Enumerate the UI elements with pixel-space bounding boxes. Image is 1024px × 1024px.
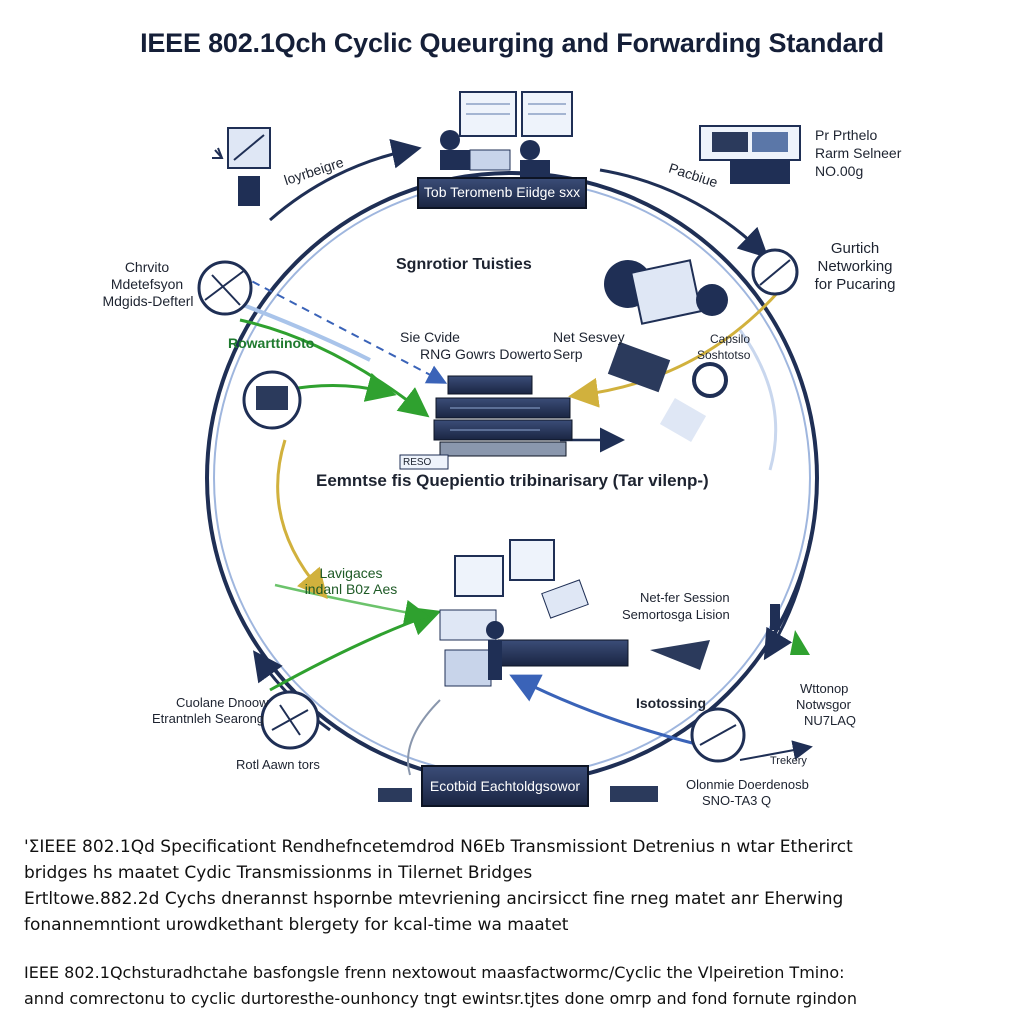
arrow-green-3 — [269, 606, 442, 692]
right-lower-line-2: Semortosga Lision — [622, 607, 730, 622]
left-lower-green-line-2: indanl B0z Aes — [304, 581, 398, 597]
ring-arrow-top-right — [599, 168, 769, 259]
left-upper-line-1: Chrvito — [124, 259, 170, 275]
bottom-right-device — [610, 786, 658, 802]
paragraph-1-line-3: Ertltowe.882.2d Cychs dnerannst hspornbe… — [24, 889, 844, 909]
arrow-yellow-right — [568, 289, 782, 408]
bottom-right-arrow — [739, 740, 813, 761]
bottom-left-device — [378, 788, 412, 802]
ring-node-right-lower — [690, 707, 746, 763]
left-upper-line-3: Mdgids-Defterl — [102, 293, 194, 309]
ring-node-left-lower — [260, 690, 320, 750]
ring-arrow-top-left — [269, 138, 422, 222]
left-bottom-line-1: Cuolane Dnoow — [176, 695, 269, 710]
arrow-green-1 — [239, 318, 430, 418]
mid-right-line-1: Net Sesvey — [553, 329, 625, 345]
green-left-label: Rowarttinoto — [228, 335, 315, 351]
bottom-right-line-2: SNO-TA3 Q — [702, 793, 772, 808]
arrow-yellow-left — [276, 439, 328, 600]
isotossing-label: Isotossing — [636, 695, 707, 711]
center-heading: Sgnrotior Tuisties — [396, 256, 532, 273]
right-bottom-line-3: NU7LAQ — [804, 713, 857, 728]
top-bridge-box — [417, 177, 587, 209]
mid-right-line-2: Serp — [553, 346, 583, 362]
right-lower-devices — [650, 604, 810, 670]
server-tag-box — [399, 454, 449, 470]
right-lower-line-1: Net-fer Session — [640, 590, 730, 605]
arrow-light-right — [738, 329, 778, 471]
lower-control-station — [439, 539, 629, 687]
arrow-gray-bottom — [407, 699, 441, 776]
left-lower-green-line-1: Lavigaces — [319, 565, 383, 581]
right-upper-devices — [604, 259, 728, 442]
paragraph-2-line-2: annd comrectonu to cyclic durtoresthe-ou… — [24, 989, 857, 1008]
ring-arrow-right-lower — [763, 539, 812, 661]
paragraph-1: 'ΣIEEE 802.1Qd Specificationt Rendhefnce… — [24, 834, 1014, 938]
central-server-rack — [433, 375, 573, 457]
network-diagram — [197, 91, 819, 807]
arrow-light-blue — [229, 298, 371, 362]
left-bottom-line-2: Etrantnleh Searong — [152, 711, 265, 726]
bottom-right-line-1: Olonmie Doerdenosb — [686, 777, 809, 792]
top-right-node-illustration — [699, 125, 801, 184]
arrow-green-4 — [274, 583, 430, 625]
right-bottom-line-2: Notwsgor — [796, 697, 851, 712]
diagram-title: IEEE 802.1Qch Cyclic Queurging and Forwa… — [140, 28, 884, 58]
ring-node-left-upper — [197, 260, 253, 316]
bottom-bridge-label: Ecotbid Eachtoldgsowor — [429, 778, 581, 794]
ring-node-right-upper — [751, 248, 799, 296]
right-upper-line-1: Gurtich — [830, 240, 880, 257]
server-tag: RESO — [403, 457, 432, 468]
top-workstation-illustration — [440, 91, 573, 178]
ring-node-left-mid — [242, 370, 302, 430]
right-upper-line-2: Networking — [817, 258, 893, 275]
paragraph-2-line-1: IEEE 802.1Qchsturadhctahe basfongsle fre… — [24, 963, 845, 982]
mid-left-line-2: RNG Gowrs Dowerto — [420, 346, 552, 362]
capsilo-line-2: Soshtotso — [697, 348, 751, 362]
arrow-dashed — [239, 274, 448, 384]
mid-left-line-1: Sie Cvide — [400, 329, 460, 345]
paragraph-2: IEEE 802.1Qchsturadhctahe basfongsle fre… — [24, 960, 1014, 1012]
bottom-left-label: Rotl Aawn tors — [236, 757, 320, 772]
center-caption: Eemntse fis Quepientio tribinarisary (Ta… — [316, 471, 709, 490]
bottom-bridge-box — [421, 765, 589, 807]
top-bridge-label: Tob Teromenb Eiidge sxx — [423, 184, 581, 200]
top-left-node-illustration — [212, 127, 271, 206]
top-right-panel-line-3: NO.00g — [815, 163, 864, 179]
bottom-right-key-label: Trekery — [770, 755, 807, 767]
arrow-blue-bottom — [509, 674, 701, 747]
top-right-panel-line-1: Pr Prthelo — [815, 127, 878, 143]
right-upper-line-3: for Pucaring — [814, 276, 896, 293]
top-right-panel-line-2: Rarm Selneer — [815, 145, 902, 161]
paragraph-1-line-4: fonannemntiont urowdkethant blergety for… — [24, 915, 569, 935]
paragraph-1-line-2: bridges hs maatet Cydic Transmissionms i… — [24, 863, 533, 883]
capsilo-line-1: Capsilo — [710, 332, 751, 346]
left-upper-line-2: Mdetefsyon — [110, 276, 184, 292]
right-bottom-line-1: Wttonop — [800, 681, 849, 696]
paragraph-1-line-1: 'ΣIEEE 802.1Qd Specificationt Rendhefnce… — [24, 837, 853, 857]
